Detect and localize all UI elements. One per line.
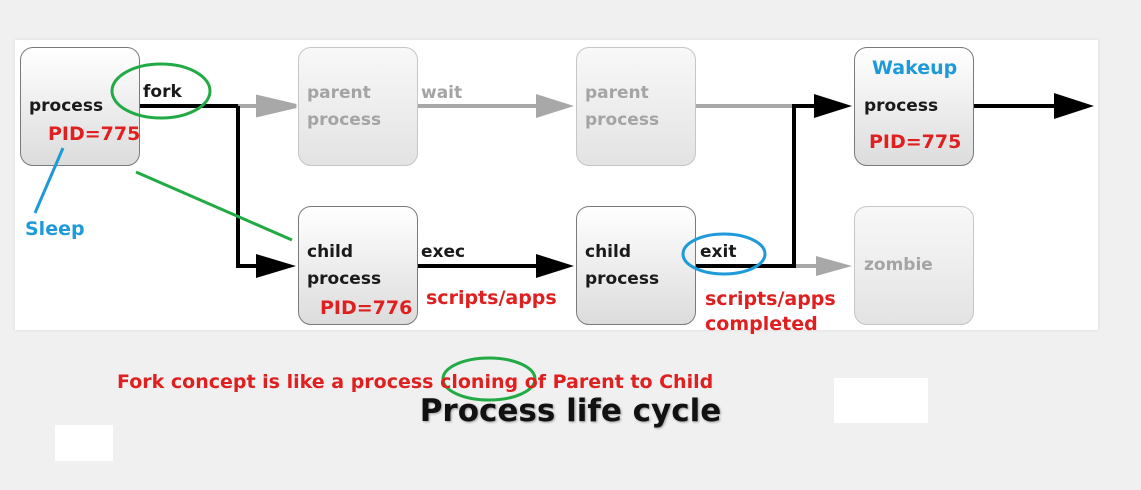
child-process-2-label-line1: child [585, 242, 632, 262]
clone-connector-line [135, 170, 293, 242]
scripts-apps-completed-line2: completed [705, 313, 818, 335]
output-arrowhead [1054, 93, 1094, 119]
node-child-process-1 [298, 206, 418, 325]
child-process-1-label-line1: child [307, 242, 354, 262]
process-wakeup-label: process [864, 96, 939, 116]
scripts-apps-completed-line1: scripts/apps [705, 288, 836, 310]
to-wakeup-arrowhead [814, 94, 852, 118]
wait-label: wait [421, 83, 463, 103]
fork-highlight-circle [110, 62, 212, 120]
wakeup-label: Wakeup [872, 57, 958, 79]
fork-to-child-connector [236, 106, 258, 268]
node-parent-process-2 [576, 47, 696, 166]
diagram-caption: Process life cycle [419, 393, 722, 429]
zombie-label: zombie [864, 255, 933, 275]
fork-to-child-arrowhead [256, 254, 296, 278]
child-process-2-label-line2: process [585, 269, 660, 289]
child-process-1-label-line2: process [307, 269, 382, 289]
blank-patch-left [55, 425, 113, 461]
pid-wakeup-label: PID=775 [869, 131, 962, 153]
exit-highlight-circle [681, 232, 767, 276]
parent-process-1-label-line1: parent [307, 83, 371, 103]
node-child-process-2 [576, 206, 696, 325]
parent-process-1-label-line2: process [307, 110, 382, 130]
exit-label: exit [700, 242, 737, 262]
to-zombie-arrowhead [816, 256, 852, 276]
node-zombie [854, 206, 974, 325]
fork-label: fork [143, 82, 182, 102]
fork-to-parent-arrow [238, 94, 297, 118]
blank-patch-right [834, 378, 928, 423]
pid-child-label: PID=776 [320, 297, 413, 319]
parent-process-2-label-line2: process [585, 110, 660, 130]
sleep-label: Sleep [25, 218, 85, 240]
node-parent-process-1 [298, 47, 418, 166]
exec-arrowhead [536, 254, 574, 278]
wait-arrowhead [536, 94, 574, 118]
process-start-label: process [29, 96, 104, 116]
parent-process-2-label-line1: parent [585, 83, 649, 103]
node-process-wakeup [854, 47, 974, 166]
cloning-highlight-circle [441, 356, 537, 402]
scripts-apps-label: scripts/apps [426, 287, 557, 309]
sleep-pointer-line [33, 147, 65, 214]
exec-label: exec [421, 242, 466, 262]
exit-to-wakeup-connector [792, 104, 816, 268]
pid-parent-label: PID=775 [48, 123, 141, 145]
fork-concept-note: Fork concept is like a process cloning o… [117, 371, 714, 393]
